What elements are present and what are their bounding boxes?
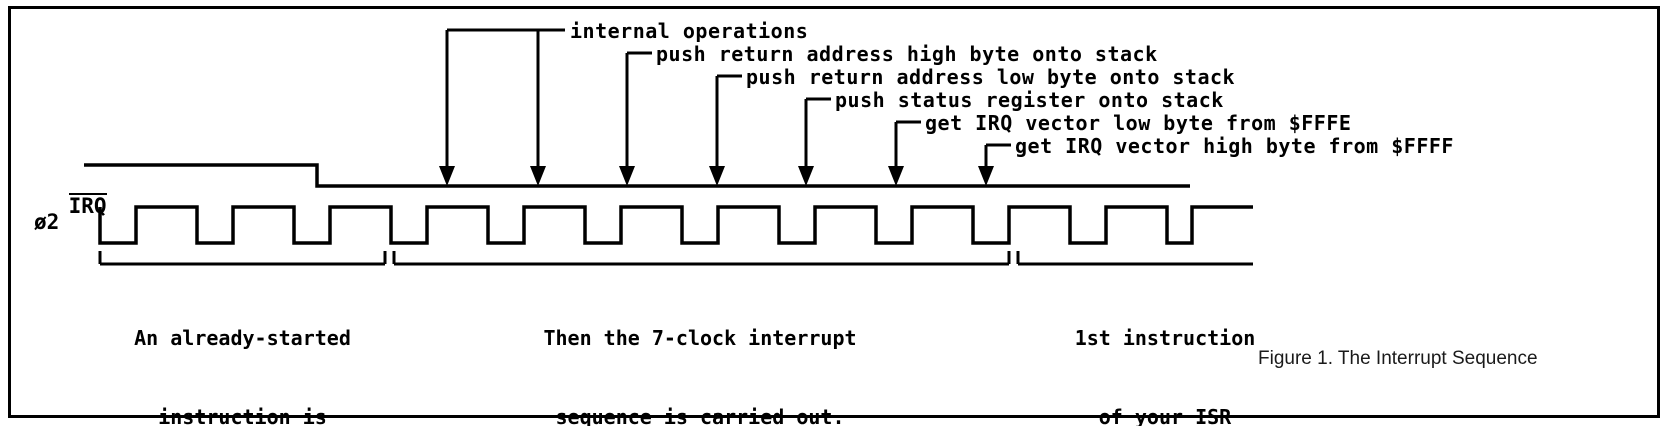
phi2-waveform [98, 205, 1253, 245]
callout-push-status-register: push status register onto stack [835, 88, 1224, 112]
span-bracket-isr [1016, 251, 1253, 266]
phase-line: sequence is carried out. [555, 404, 845, 426]
event-arrowheads [439, 166, 994, 186]
callout-internal-operations: internal operations [570, 19, 809, 43]
signal-label-irq: IRQ [18, 172, 107, 238]
callout-push-return-address-high: push return address high byte onto stack [656, 42, 1158, 66]
leader-push-ret-hi [625, 51, 652, 172]
phase-line: 1st instruction [1074, 325, 1256, 350]
phase-caption-already-started: An already-started instruction is allowe… [80, 272, 405, 426]
figure-border [8, 6, 1660, 418]
span-bracket-already-started [98, 251, 387, 266]
span-bracket-interrupt-sequence [392, 251, 1011, 266]
leader-internal-operations [445, 28, 565, 172]
leader-push-ret-lo [715, 74, 742, 172]
callout-get-irq-vector-high: get IRQ vector high byte from $FFFF [1015, 134, 1454, 158]
callout-push-return-address-low: push return address low byte onto stack [746, 65, 1236, 89]
phase-line: instruction is [158, 404, 327, 426]
irq-waveform [84, 163, 1190, 188]
phase-line: of your ISR [1098, 404, 1232, 426]
phase-caption-isr: 1st instruction of your ISR [1020, 272, 1310, 426]
figure-caption: Figure 1. The Interrupt Sequence [1258, 348, 1538, 369]
leader-push-status [804, 97, 831, 172]
leader-get-vector-lo [894, 120, 921, 172]
signal-label-phi2: ø2 [34, 210, 60, 234]
irq-overbar: IRQ [68, 193, 107, 218]
phase-line: Then the 7-clock interrupt [543, 325, 857, 350]
callout-get-irq-vector-low: get IRQ vector low byte from $FFFE [925, 111, 1352, 135]
phase-line: An already-started [134, 325, 351, 350]
phase-caption-interrupt-sequence: Then the 7-clock interrupt sequence is c… [470, 272, 930, 426]
